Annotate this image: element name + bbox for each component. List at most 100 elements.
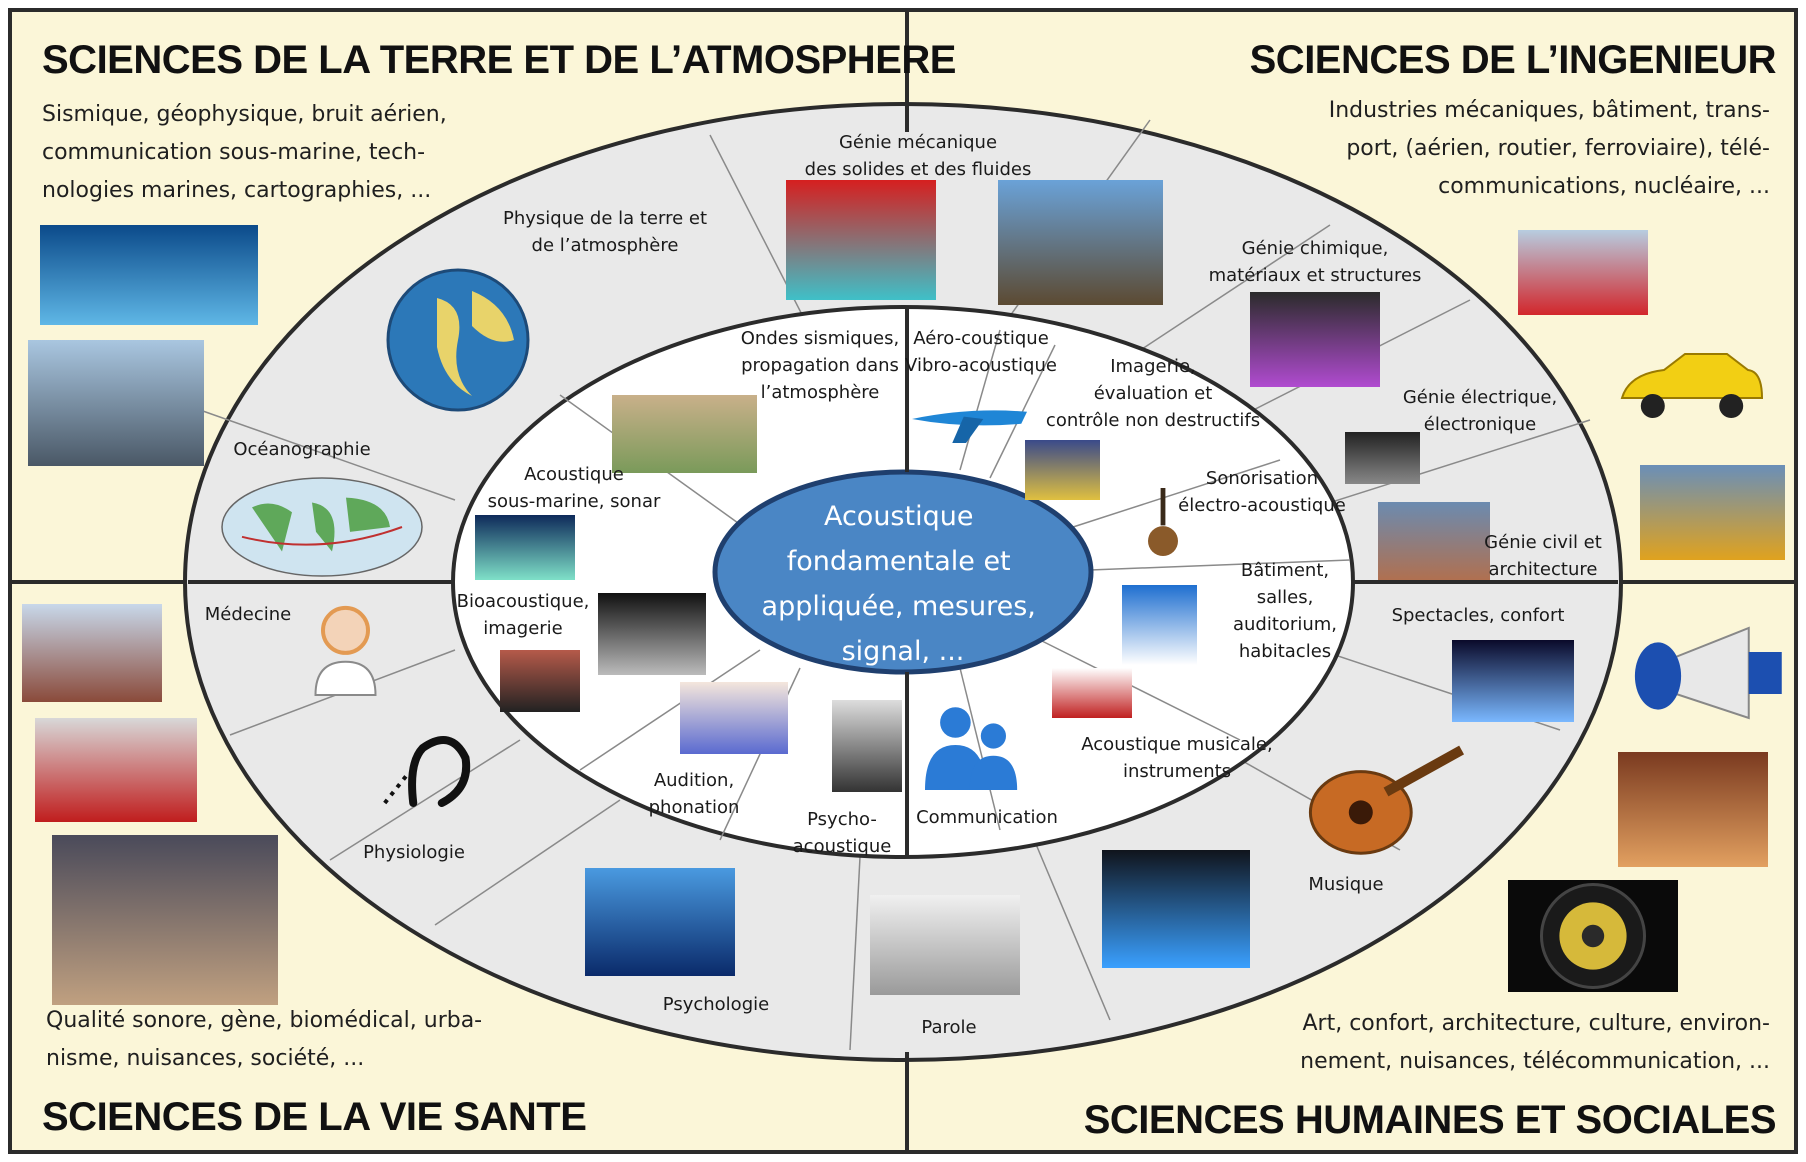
outer-divider [199, 409, 456, 501]
label-line: Acoustique musicale, [1081, 734, 1272, 755]
label-line: Bâtiment, [1241, 560, 1329, 581]
label-line: auditorium, [1233, 614, 1337, 635]
label-line: Médecine [205, 604, 291, 625]
label-line: Acoustique [524, 464, 624, 485]
fluid-simulation-icon [786, 180, 936, 300]
hearing-accessibility-icon [1122, 585, 1197, 665]
ring-label-sonorisation: Sonorisation électro-acoustique [1178, 468, 1346, 516]
ring-label-medecine: Médecine [205, 604, 291, 625]
mixing-console-icon [1102, 850, 1250, 968]
city-crowd-photo-icon [52, 835, 278, 1005]
quadrant-title-engineering: SCIENCES DE L’INGENIEUR [1249, 38, 1777, 82]
whale-photo-icon [40, 225, 258, 325]
outer-divider [849, 856, 861, 1051]
outer-frame [8, 8, 1798, 1154]
label-line: Ondes sismiques, [741, 328, 899, 349]
label-line: Imagerie, [1110, 356, 1196, 377]
label-line: Génie chimique, [1242, 238, 1389, 259]
label-line: Océanographie [233, 439, 370, 460]
center-line-2: fondamentale et [787, 546, 1011, 577]
label-line: acoustique [793, 836, 892, 857]
ring-label-genie-chimique: Génie chimique,matériaux et structures [1209, 238, 1422, 286]
description-line: Industries mécaniques, bâtiment, trans- [1328, 98, 1770, 123]
label-line: Génie mécanique [839, 132, 997, 153]
ring-label-genie-electrique: Génie électrique, électronique [1403, 387, 1557, 435]
ring-label-musique: Musique [1308, 874, 1383, 895]
label-line: de l’atmosphère [532, 235, 679, 256]
ring-label-audition: Audition, phonation [649, 770, 740, 818]
jet-fighter-photo-icon [28, 340, 204, 466]
ring-label-physique-terre: Physique de la terre et de l’atmosphère [503, 208, 707, 256]
description-line: Qualité sonore, gène, biomédical, urba- [46, 1008, 483, 1033]
people-icon [925, 707, 1018, 790]
ear-waves-icon [680, 682, 788, 754]
center-label: Acoustique fondamentale et appliquée, me… [762, 501, 1045, 667]
quadrant-title-earth-atmosphere: SCIENCES DE LA TERRE ET DE L’ATMOSPHERE [42, 38, 956, 82]
quadrant-description-earth-atmosphere: Sismique, géophysique, bruit aérien, com… [42, 96, 447, 210]
label-line: instruments [1123, 761, 1231, 782]
inner-divider [1039, 639, 1241, 741]
label-line: Physiologie [363, 842, 465, 863]
loudspeaker-icon [1508, 880, 1678, 992]
plane-over-houses-icon [22, 604, 162, 702]
label-line: l’atmosphère [761, 382, 880, 403]
center-line-3: appliquée, mesures, [762, 591, 1036, 622]
label-line: sous-marine, sonar [488, 491, 661, 512]
quadrant-description-engineering: Industries mécaniques, bâtiment, trans- … [1329, 92, 1770, 206]
label-line: Audition, [654, 770, 734, 791]
label-line: Sonorisation [1206, 468, 1318, 489]
center-line-1: Acoustique [824, 501, 974, 532]
inner-divider [1089, 559, 1351, 571]
sports-car-icon [1620, 353, 1764, 418]
label-line: Génie civil et [1484, 532, 1602, 553]
inner-divider [579, 649, 761, 771]
label-line: Psychologie [663, 994, 769, 1015]
ring-label-psycho-acoustique: Psycho-acoustique [793, 809, 892, 857]
label-line: des solides et des fluides [805, 159, 1032, 180]
ring-label-parole: Parole [921, 1017, 976, 1038]
label-line: salles, [1257, 587, 1314, 608]
world-map-icon [221, 477, 423, 577]
pictures-layer [22, 180, 1785, 1005]
label-line: électronique [1424, 414, 1536, 435]
label-line: propagation dans [741, 355, 899, 376]
label-line: Aéro-coustique [913, 328, 1049, 349]
label-line: Communication [916, 807, 1058, 828]
ring-label-spectacles: Spectacles, confort [1392, 605, 1565, 626]
label-line: Physique de la terre et [503, 208, 707, 229]
label-line: habitacles [1239, 641, 1331, 662]
description-line: port, (aérien, routier, ferroviaire), té… [1346, 136, 1770, 161]
ultrasound-scan-icon [598, 593, 706, 675]
description-line: communications, nucléaire, ... [1438, 174, 1770, 199]
ndt-scan-icon [1025, 440, 1100, 500]
label-line: Génie électrique, [1403, 387, 1557, 408]
electric-guitar-icon [1148, 488, 1178, 556]
music-notes-icon [1052, 668, 1132, 718]
label-line: Parole [921, 1017, 976, 1038]
geology-block-icon [612, 395, 757, 473]
ring-label-oceanographie: Océanographie [233, 439, 370, 460]
megaphone-icon [1634, 626, 1782, 720]
label-line: phonation [649, 797, 740, 818]
locomotive-photo-icon [1640, 465, 1785, 560]
description-line: nement, nuisances, télécommunication, ..… [1300, 1049, 1770, 1074]
ring-label-batiment: Bâtiment, salles, auditorium, habitacles [1233, 560, 1337, 662]
airliner-icon [912, 410, 1027, 443]
label-line: Musique [1308, 874, 1383, 895]
label-line: électro-acoustique [1178, 495, 1346, 516]
ring-label-bioacoustique: Bioacoustique,imagerie [457, 591, 590, 639]
hearing-ear-icon [383, 736, 471, 807]
ring-label-acoustique-musicale: Acoustique musicale, instruments [1081, 734, 1272, 782]
inner-divider [959, 329, 1001, 471]
label-line: évaluation et [1094, 383, 1213, 404]
outer-divider [434, 799, 621, 926]
ring-label-acoustique-sous-marine: Acoustique sous-marine, sonar [488, 464, 661, 512]
quadrant-title-life-health: SCIENCES DE LA VIE SANTE [42, 1095, 587, 1139]
label-line: Bioacoustique, [457, 591, 590, 612]
modern-building-icon [1378, 502, 1490, 580]
ring-label-ondes-sismiques: Ondes sismiques, propagation dans l’atmosp… [741, 328, 899, 403]
description-line: nologies marines, cartographies, ... [42, 178, 432, 203]
outer-divider [329, 739, 521, 861]
